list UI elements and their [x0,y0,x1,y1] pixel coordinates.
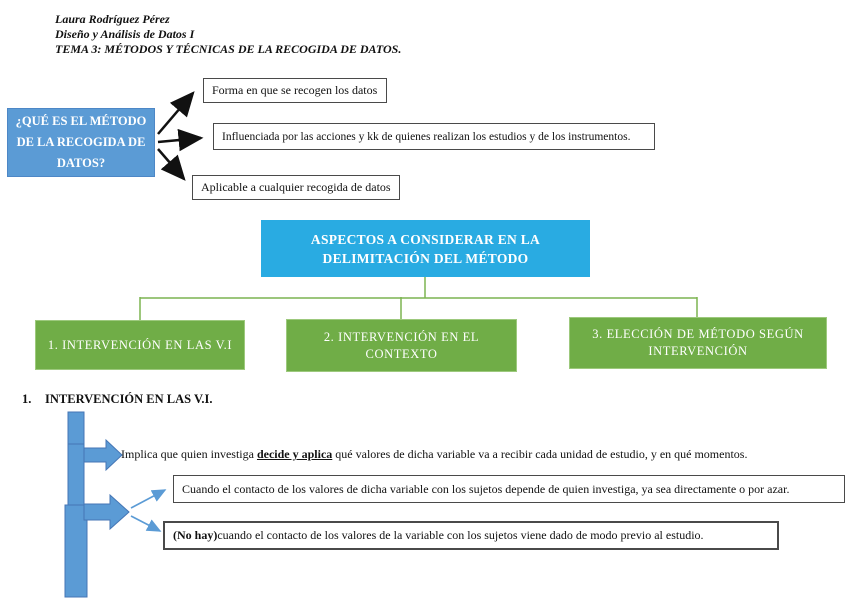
aspects-root-box: ASPECTOS A CONSIDERAR EN LA DELIMITACIÓN… [261,220,590,277]
topic-line: TEMA 3: MÉTODOS Y TÉCNICAS DE LA RECOGID… [55,42,402,56]
no-hay-suffix: cuando el contacto de los valores de la … [217,528,704,542]
answer-box-aplicable: Aplicable a cualquier recogida de datos [192,175,400,200]
section-number: 1. [22,392,32,406]
split-arrows [130,489,167,532]
section-title: INTERVENCIÓN EN LAS V.I. [45,392,213,406]
no-hay-emphasis: (No hay) [173,528,218,542]
branch-box-eleccion-metodo: 3. ELECCIÓN DE MÉTODO SEGÚN INTERVENCIÓN [569,317,827,369]
section-heading: 1. INTERVENCIÓN EN LAS V.I. [22,392,213,407]
definition-text: Implica que quien investiga decide y apl… [121,447,747,462]
definition-prefix: Implica que quien investiga [121,447,257,461]
branch-box-intervencion-vi: 1. INTERVENCIÓN EN LAS V.I [35,320,245,370]
course-line: Diseño y Análisis de Datos I [55,27,195,41]
fan-arrows [157,91,204,181]
answer-box-influenciada: Influenciada por las acciones y kk de qu… [213,123,655,150]
definition-suffix: qué valores de dicha variable va a recib… [332,447,748,461]
definition-emphasis: decide y aplica [256,447,333,461]
case-box-direct: Cuando el contacto de los valores de dic… [173,475,845,503]
page-header: Laura Rodríguez Pérez Diseño y Análisis … [55,12,401,57]
flow-bar [64,411,88,598]
answer-box-forma: Forma en que se recogen los datos [203,78,387,103]
question-box: ¿QUÉ ES EL MÉTODO DE LA RECOGIDA DE DATO… [7,108,155,177]
case-box-no-hay: (No hay) cuando el contacto de los valor… [163,521,779,550]
author-line: Laura Rodríguez Pérez [55,12,170,26]
org-connectors [139,277,698,321]
branch-box-intervencion-contexto: 2. INTERVENCIÓN EN EL CONTEXTO [286,319,517,372]
